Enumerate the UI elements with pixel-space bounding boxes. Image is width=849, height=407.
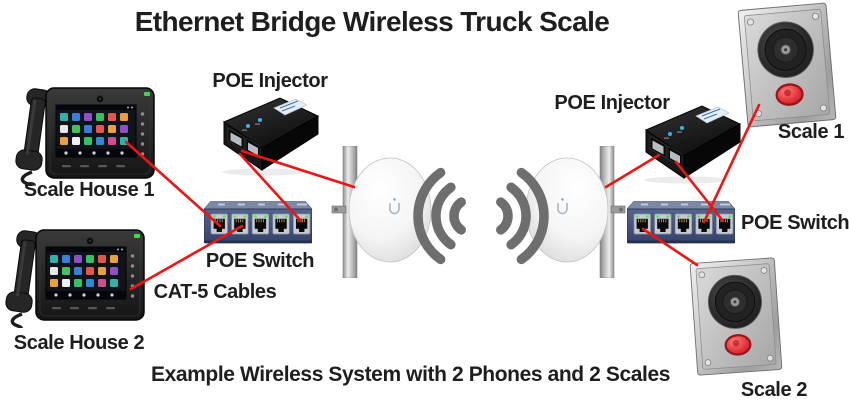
- cable-poe-switch-right-port-1-to-scale-2: [641, 227, 699, 267]
- label-scale-house-2: Scale House 2: [13, 332, 145, 354]
- diagram-title: Ethernet Bridge Wireless Truck Scale: [134, 6, 610, 37]
- label-poe-injector-right: POE Injector: [554, 92, 670, 114]
- diagram-caption: Example Wireless System with 2 Phones an…: [150, 363, 671, 386]
- label-poe-switch-left: POE Switch: [205, 250, 315, 272]
- cable-poe-injector-right-to-bridge-right-pole: [604, 153, 661, 189]
- cable-poe-injector-left-to-poe-switch-left-port-5: [238, 152, 303, 223]
- label-scale-1: Scale 1: [777, 121, 845, 143]
- cable-poe-injector-left-to-bridge-left-pole: [240, 149, 356, 189]
- label-poe-switch-right: POE Switch: [741, 212, 849, 234]
- label-poe-injector-left: POE Injector: [212, 70, 328, 92]
- cable-phone-1-to-poe-switch-left-port-1: [124, 140, 222, 228]
- label-scale-house-1: Scale House 1: [23, 179, 155, 201]
- cable-poe-injector-right-to-poe-switch-right-port-5: [674, 160, 725, 223]
- cable-phone-2-to-poe-switch-left-port-2: [129, 224, 244, 291]
- cable-scale-1-to-poe-switch-right-port-4: [702, 103, 761, 224]
- label-scale-2: Scale 2: [740, 379, 808, 401]
- wifi-signal-waves-icon: [413, 167, 549, 265]
- label-cat5-cables: CAT-5 Cables: [153, 281, 277, 303]
